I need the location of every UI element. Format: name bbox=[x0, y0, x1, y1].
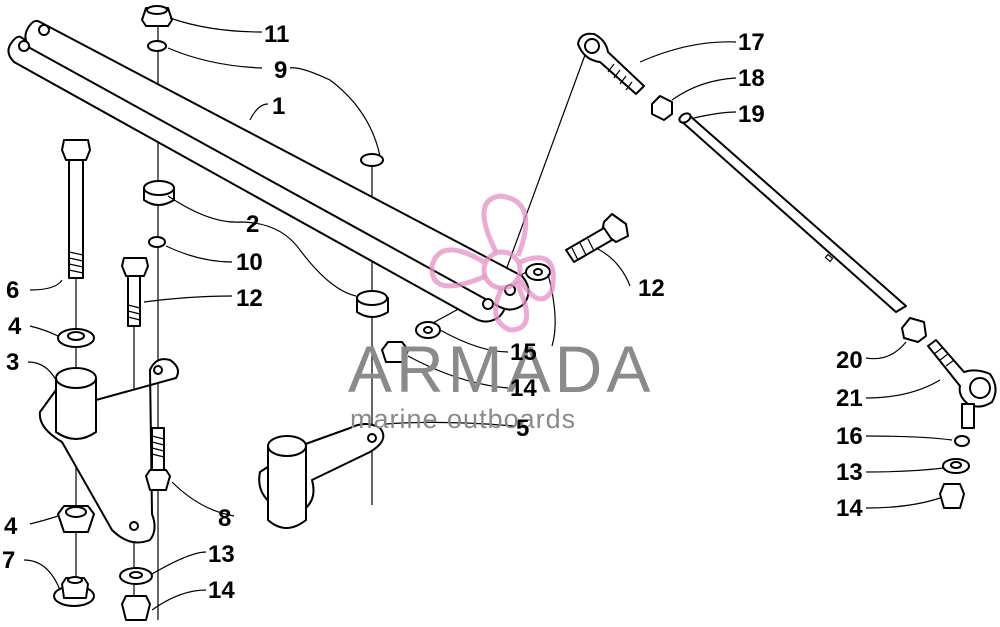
watermark-brand: ARMADA bbox=[348, 332, 654, 406]
washer-near-bar-end bbox=[525, 263, 551, 281]
callout-2: 2 bbox=[246, 211, 259, 238]
flange-nut-bottom bbox=[53, 576, 95, 607]
washer-top bbox=[147, 40, 167, 52]
spacer-right bbox=[356, 290, 389, 318]
callout-14-middle: 14 bbox=[510, 375, 537, 402]
bracket-right bbox=[258, 423, 385, 529]
watermark-tagline: marine outboards bbox=[350, 404, 576, 434]
callout-20: 20 bbox=[836, 347, 863, 374]
armada-logo-icon bbox=[429, 193, 556, 333]
washer-small bbox=[148, 236, 166, 248]
lock-nut-top bbox=[141, 5, 173, 27]
bracket-arm-left bbox=[38, 358, 179, 544]
callout-17: 17 bbox=[738, 29, 765, 56]
washer-bottom-center bbox=[119, 567, 153, 585]
callout-6: 6 bbox=[6, 277, 19, 304]
jam-nut-18 bbox=[651, 95, 673, 121]
rod-end-bottom bbox=[927, 339, 997, 429]
callout-14-right: 14 bbox=[836, 495, 863, 522]
callout-8: 8 bbox=[218, 505, 231, 532]
callout-13-right: 13 bbox=[836, 459, 863, 486]
bolt-left bbox=[121, 257, 149, 327]
callout-4-lower: 4 bbox=[4, 513, 18, 540]
callout-12-right: 12 bbox=[638, 275, 665, 302]
callout-10: 10 bbox=[236, 249, 263, 276]
callout-14-left: 14 bbox=[208, 577, 235, 604]
bolt-right bbox=[565, 213, 629, 263]
washer-16 bbox=[954, 435, 970, 447]
callout-16: 16 bbox=[836, 423, 863, 450]
callout-18: 18 bbox=[738, 65, 765, 92]
short-bolt bbox=[145, 427, 171, 491]
washer-15 bbox=[415, 321, 441, 339]
callout-15: 15 bbox=[510, 339, 537, 366]
nut-bottom-center bbox=[121, 595, 151, 621]
callout-7: 7 bbox=[2, 547, 15, 574]
callout-4-upper: 4 bbox=[8, 313, 22, 340]
callout-5: 5 bbox=[516, 415, 529, 442]
callout-13-left: 13 bbox=[208, 541, 235, 568]
long-bolt bbox=[61, 139, 91, 279]
nut-14-right bbox=[939, 483, 965, 509]
callout-19: 19 bbox=[738, 101, 765, 128]
callout-9: 9 bbox=[274, 57, 287, 84]
leader-lines bbox=[23, 17, 953, 611]
callout-3: 3 bbox=[6, 349, 19, 376]
rod-end-top bbox=[577, 32, 645, 95]
washer-13-right bbox=[942, 458, 970, 474]
washer-right bbox=[360, 153, 384, 167]
callout-21: 21 bbox=[836, 385, 863, 412]
callout-1: 1 bbox=[272, 93, 285, 120]
callout-12-left: 12 bbox=[236, 285, 263, 312]
control-arm-bar bbox=[7, 19, 530, 323]
spacer-left bbox=[143, 180, 175, 206]
washer-flange bbox=[57, 328, 95, 348]
flange-nut-left bbox=[57, 505, 95, 533]
tie-rod-tube bbox=[678, 112, 907, 313]
jam-nut-20 bbox=[901, 317, 927, 343]
callout-11: 11 bbox=[264, 21, 289, 48]
nut-14-middle bbox=[381, 341, 409, 363]
callout-labels: 11 9 1 2 10 12 6 4 3 8 4 7 13 14 5 15 14… bbox=[2, 21, 863, 604]
